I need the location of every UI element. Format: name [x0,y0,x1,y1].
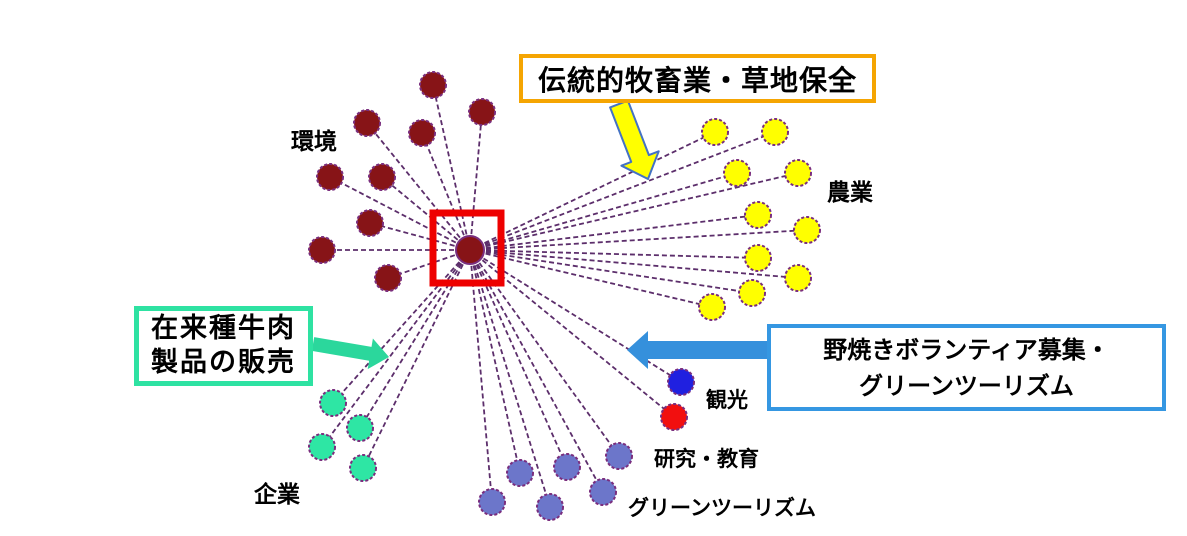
companies-node[interactable] [346,414,374,442]
environment-node[interactable] [316,163,344,191]
cluster-label-tourism: 観光 [706,388,748,412]
environment-node[interactable] [308,236,336,264]
agriculture-node[interactable] [784,159,812,187]
network-edge [469,249,799,279]
agriculture-node[interactable] [761,118,789,146]
agriculture-node[interactable] [744,244,772,272]
environment-node[interactable] [368,163,396,191]
network-edge [469,249,682,383]
network-edge [369,222,471,251]
agriculture-node[interactable] [738,279,766,307]
annotation-box-volunteer: 野焼きボランティア募集・ グリーンツーリズム [767,324,1166,411]
network-edge [469,249,521,474]
agriculture-node[interactable] [701,118,729,146]
network-edge [469,249,759,259]
cluster-label-environment: 環境 [291,129,337,155]
network-edge [421,132,471,251]
companies-node[interactable] [349,454,377,482]
agriculture-node[interactable] [744,201,772,229]
network-edge [469,131,716,251]
environment-node[interactable] [374,264,402,292]
agriculture-node[interactable] [698,293,726,321]
cluster-label-research-education: 研究・教育 [654,447,759,471]
annotation-volunteer-line2: グリーンツーリズム [859,371,1074,400]
network-edge [387,249,471,279]
network-edge [469,172,738,251]
network-edge [469,172,799,251]
annotation-volunteer-line1: 野焼きボランティア募集・ [823,335,1110,364]
network-edge [469,249,604,493]
companies-node[interactable] [308,433,336,461]
selected-node-highlight [429,209,505,287]
environment-node[interactable] [419,71,447,99]
cluster-label-companies: 企業 [254,482,300,508]
network-edge [469,229,808,251]
green-tourism-node[interactable] [589,478,617,506]
network-edge [469,249,551,508]
annotation-grassland-text: 伝統的牧畜業・草地保全 [537,63,857,97]
green-tourism-node[interactable] [553,453,581,481]
annotation-beef-line2: 製品の販売 [151,347,296,378]
blue-arrow [627,331,770,369]
network-edge [381,176,471,251]
agriculture-node[interactable] [784,264,812,292]
annotation-box-grassland: 伝統的牧畜業・草地保全 [519,54,876,103]
green-arrow [311,337,389,370]
environment-node[interactable] [468,98,496,126]
network-edge [469,111,483,251]
environment-node[interactable] [408,119,436,147]
tourism-node[interactable] [667,368,695,396]
research-education-node[interactable] [660,403,688,431]
environment-node[interactable] [353,109,381,137]
network-edge [469,214,759,251]
network-edge [366,122,471,251]
green-tourism-node[interactable] [536,493,564,521]
central-node[interactable] [455,235,485,265]
network-edge [469,249,753,294]
network-edge [332,249,471,404]
agriculture-node[interactable] [723,159,751,187]
yellow-arrow [609,99,660,180]
cluster-label-green-tourism: グリーンツーリズム [628,496,816,520]
annotation-box-beef-sales: 在来種牛肉 製品の販売 [134,306,313,386]
green-tourism-node[interactable] [506,459,534,487]
network-edge [469,249,713,308]
network-edge [329,176,471,251]
companies-node[interactable] [319,389,347,417]
green-tourism-node[interactable] [605,442,633,470]
network-edge [469,249,493,503]
network-edge [469,131,776,251]
cluster-label-agriculture: 農業 [827,180,873,206]
agriculture-node[interactable] [793,216,821,244]
environment-node[interactable] [356,209,384,237]
network-edge [432,84,471,251]
annotation-beef-line1: 在来種牛肉 [151,313,296,345]
green-tourism-node[interactable] [478,488,506,516]
